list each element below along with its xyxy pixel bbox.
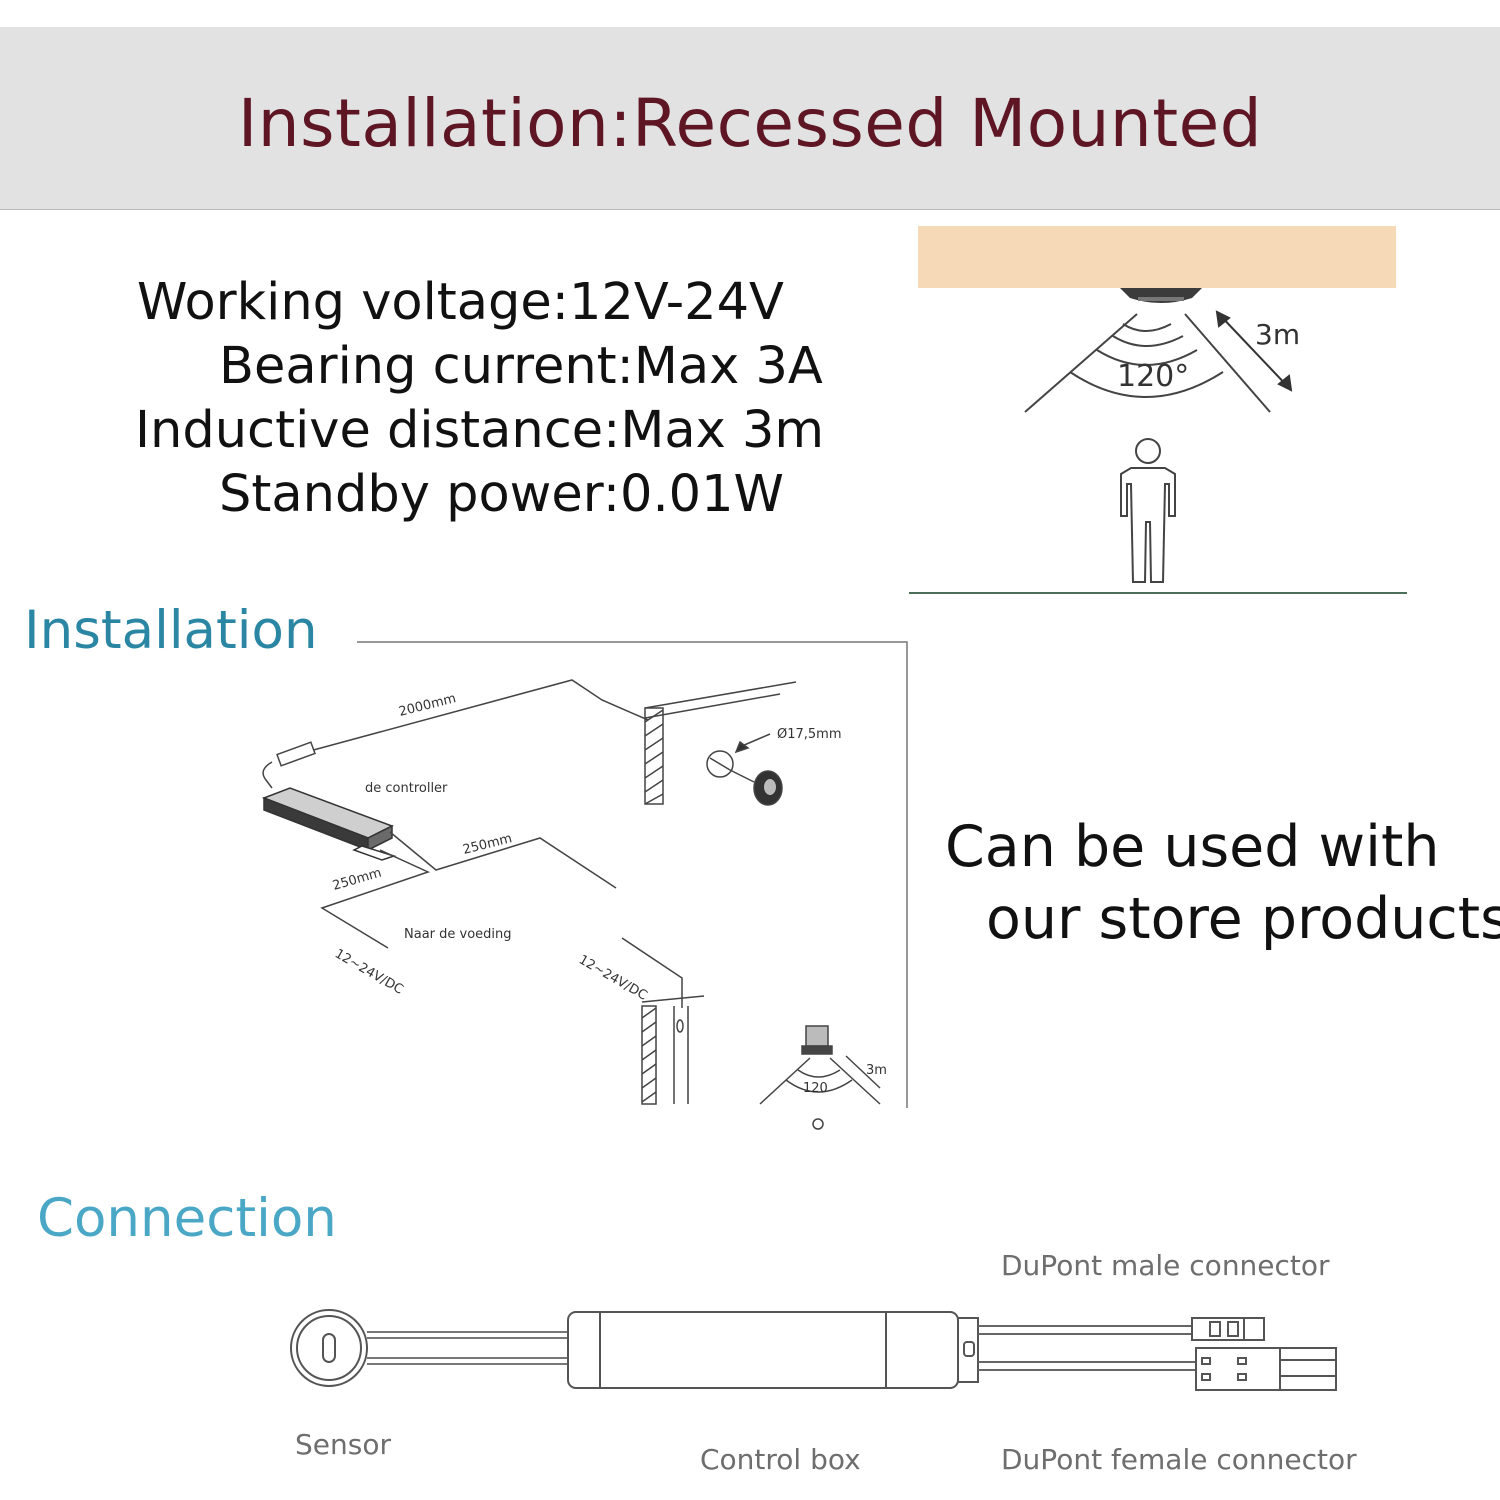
control-box-label: Control box xyxy=(700,1443,861,1476)
cable-250mm-out xyxy=(389,831,617,889)
promo-line-2: our store products xyxy=(986,886,1500,952)
cabinet-wall xyxy=(644,681,797,805)
connection-diagram xyxy=(290,1309,1337,1391)
cable-voltage-out xyxy=(621,937,683,1008)
spec-standby-power: Standby power:0.01W xyxy=(219,465,784,524)
dupont-male-label: DuPont male connector xyxy=(1001,1249,1330,1282)
spec-working-voltage: Working voltage:12V-24V xyxy=(137,273,784,332)
sensor-icon xyxy=(290,1309,368,1387)
header-banner xyxy=(0,27,1500,210)
installation-frame xyxy=(357,641,908,1108)
installation-title: Installation xyxy=(24,600,318,661)
page-title: Installation:Recessed Mounted xyxy=(237,85,1263,162)
lower-cabinet xyxy=(641,995,705,1105)
controller-label: de controller xyxy=(365,781,448,796)
detection-cone xyxy=(1024,313,1271,413)
cabinet-shelf xyxy=(918,226,1396,288)
dupont-male-connector xyxy=(1191,1317,1265,1341)
sensor-puck xyxy=(706,733,783,806)
output-cables xyxy=(978,1325,1196,1371)
spec-inductive-distance: Inductive distance:Max 3m xyxy=(135,401,825,460)
mini-range-label: 3m xyxy=(866,1063,887,1078)
hole-size-label: Ø17,5mm xyxy=(777,727,842,742)
control-box xyxy=(567,1311,979,1389)
installation-diagram: 2000mm Ø17,5mm de controller 250mm 250mm… xyxy=(261,679,887,1130)
power-note-label: Naar de voeding xyxy=(404,927,512,942)
spec-bearing-current: Bearing current:Max 3A xyxy=(219,337,823,396)
inline-connector xyxy=(262,741,316,789)
voltage-in-label: 12~24V/DC xyxy=(332,946,406,997)
sensor-label: Sensor xyxy=(295,1428,391,1461)
cable-2000mm xyxy=(294,679,649,756)
sensor-icon xyxy=(1120,288,1202,303)
sensor-cable xyxy=(367,1331,570,1365)
person-icon xyxy=(1120,438,1176,583)
cable-2000mm-label: 2000mm xyxy=(397,691,457,720)
promo-line-1: Can be used with xyxy=(945,814,1440,880)
detection-angle-label: 120° xyxy=(1117,359,1189,394)
mini-angle-label: 120 xyxy=(803,1081,828,1096)
range-arrow xyxy=(1215,310,1293,392)
dupont-female-label: DuPont female connector xyxy=(1001,1443,1357,1476)
controller-box xyxy=(261,787,397,861)
voltage-out-label: 12~24V/DC xyxy=(576,952,650,1003)
mini-sensing-cone xyxy=(759,1025,881,1130)
cable-250mm-in xyxy=(320,849,431,949)
range-label: 3m xyxy=(1255,318,1300,351)
sensing-range-diagram: 120° 3m xyxy=(909,226,1407,594)
connection-title: Connection xyxy=(37,1188,337,1249)
dupont-female-connector xyxy=(1195,1347,1337,1391)
